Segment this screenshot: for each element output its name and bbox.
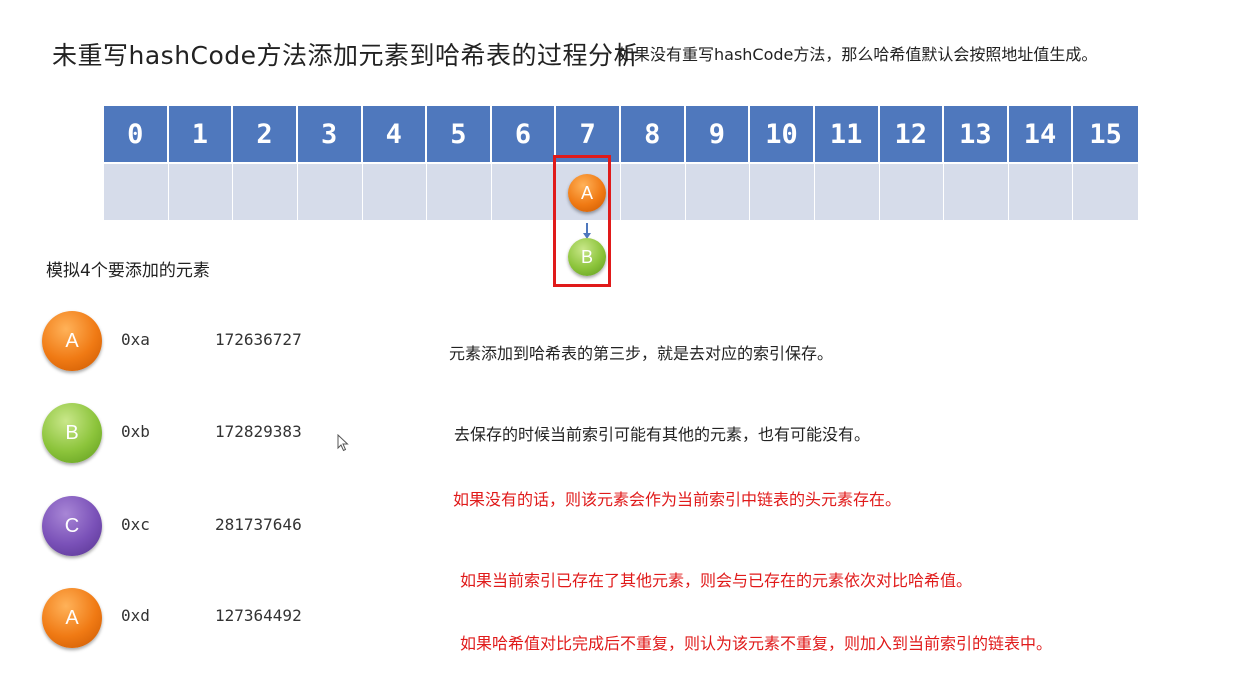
simulation-label: 模拟4个要添加的元素: [46, 261, 210, 281]
element-hash: 127364492: [215, 606, 302, 625]
note-append-chain: 如果哈希值对比完成后不重复，则认为该元素不重复，则加入到当前索引的链表中。: [460, 634, 1053, 653]
index-header-7: 7: [556, 106, 621, 162]
bucket-cell: [621, 162, 686, 220]
index-header-row: 0 1 2 3 4 5 6 7 8 9 10 11 12 13 14 15: [104, 106, 1138, 162]
element-ball-b: B: [42, 403, 102, 463]
bucket-cell: [879, 162, 945, 220]
index-header-1: 1: [168, 106, 234, 162]
hash-table: 0 1 2 3 4 5 6 7 8 9 10 11 12 13 14 15: [104, 106, 1138, 220]
bucket-7-highlight-box: [553, 155, 611, 287]
index-header-2: 2: [233, 106, 298, 162]
element-address: 0xd: [121, 606, 150, 625]
bucket-row: [104, 162, 1138, 220]
bucket-cell: [427, 162, 492, 220]
index-header-4: 4: [362, 106, 428, 162]
bucket-cell: [685, 162, 751, 220]
element-hash: 172829383: [215, 422, 302, 441]
element-ball-a: A: [42, 311, 102, 371]
element-ball-a-duplicate: A: [42, 588, 102, 648]
page-subtitle: 如果没有重写hashCode方法，那么哈希值默认会按照地址值生成。: [618, 45, 1098, 64]
bucket-cell: [944, 162, 1009, 220]
index-header-15: 15: [1073, 106, 1138, 162]
bucket-cell: [1008, 162, 1074, 220]
bucket-cell: [750, 162, 815, 220]
index-header-14: 14: [1008, 106, 1074, 162]
bucket-cell: [104, 162, 169, 220]
bucket-cell: [491, 162, 557, 220]
element-address: 0xb: [121, 422, 150, 441]
note-head-element: 如果没有的话，则该元素会作为当前索引中链表的头元素存在。: [453, 490, 902, 509]
index-header-12: 12: [879, 106, 945, 162]
bucket-cell: [168, 162, 234, 220]
bucket-cell: [233, 162, 298, 220]
bucket-cell: [362, 162, 428, 220]
note-compare-hash: 如果当前索引已存在了其他元素，则会与已存在的元素依次对比哈希值。: [460, 571, 973, 590]
bucket-cell: [297, 162, 363, 220]
page-title: 未重写hashCode方法添加元素到哈希表的过程分析: [52, 41, 640, 70]
element-hash: 281737646: [215, 515, 302, 534]
chain-node-a: A: [568, 174, 606, 212]
index-header-9: 9: [685, 106, 751, 162]
index-header-13: 13: [944, 106, 1009, 162]
note-step3: 元素添加到哈希表的第三步，就是去对应的索引保存。: [449, 344, 834, 363]
bucket-cell: [1073, 162, 1138, 220]
bucket-cell: [814, 162, 880, 220]
mouse-cursor-icon: [337, 434, 349, 452]
index-header-0: 0: [104, 106, 169, 162]
element-address: 0xa: [121, 330, 150, 349]
element-hash: 172636727: [215, 330, 302, 349]
index-header-10: 10: [750, 106, 815, 162]
element-address: 0xc: [121, 515, 150, 534]
chain-node-b: B: [568, 238, 606, 276]
index-header-11: 11: [814, 106, 880, 162]
index-header-3: 3: [297, 106, 363, 162]
element-ball-c: C: [42, 496, 102, 556]
index-header-6: 6: [491, 106, 557, 162]
note-may-have-others: 去保存的时候当前索引可能有其他的元素，也有可能没有。: [454, 425, 871, 444]
index-header-8: 8: [621, 106, 686, 162]
index-header-5: 5: [427, 106, 492, 162]
chain-arrow-icon: [583, 223, 591, 239]
